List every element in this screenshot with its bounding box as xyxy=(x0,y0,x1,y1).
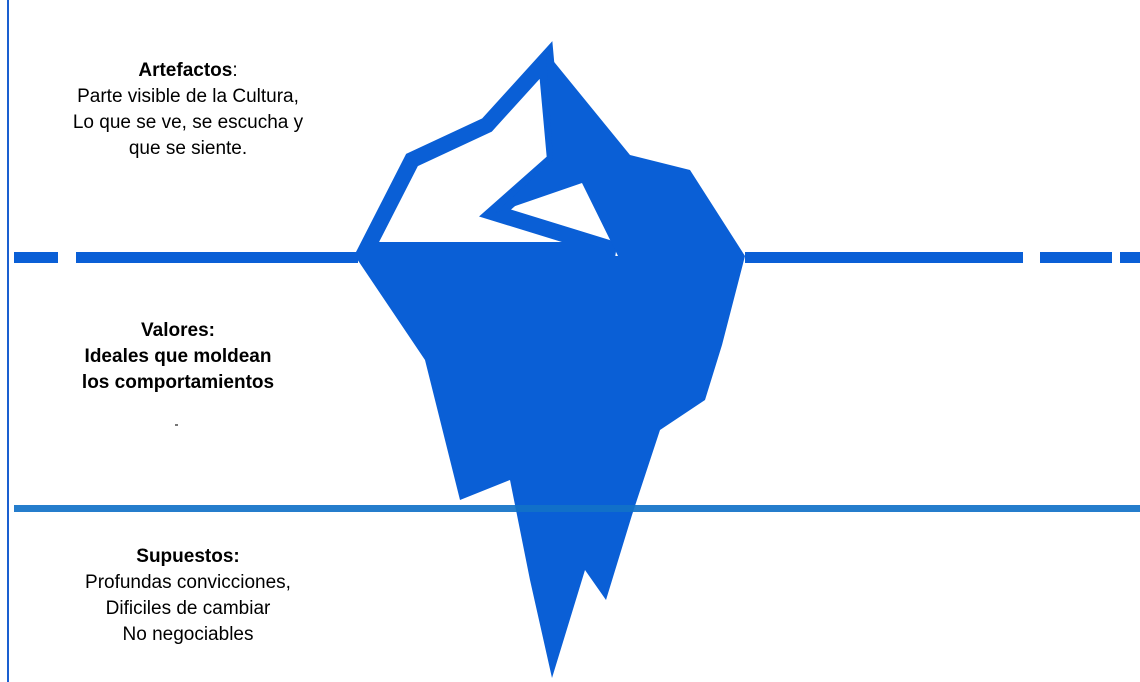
artefactos-line-2: Lo que se ve, se escucha y xyxy=(72,112,304,133)
iceberg-tip-shaded-face xyxy=(495,52,745,256)
depth-line xyxy=(14,505,1140,512)
iceberg-submerged-body xyxy=(355,256,745,678)
artefactos-heading-colon: : xyxy=(232,60,238,81)
waterline-segment xyxy=(14,252,58,263)
small-tick-mark xyxy=(175,424,178,426)
valores-line-2: los comportamientos xyxy=(81,372,275,393)
valores-heading: Valores: xyxy=(141,320,215,341)
supuestos-heading: Supuestos: xyxy=(136,546,240,567)
artefactos-line-3: que se siente. xyxy=(128,138,248,159)
artefactos-heading: Artefactos xyxy=(138,60,233,81)
waterline-segment xyxy=(1120,252,1140,263)
waterline-segment xyxy=(745,252,1023,263)
artefactos-label: Artefactos: Parte visible de la Cultura,… xyxy=(28,58,348,162)
left-border-line xyxy=(7,0,9,682)
waterline xyxy=(14,252,1140,263)
waterline-segment xyxy=(76,252,358,263)
waterline-segment xyxy=(1040,252,1112,263)
supuestos-line-3: No negociables xyxy=(122,624,254,645)
artefactos-line-1: Parte visible de la Cultura, xyxy=(77,86,299,107)
supuestos-label: Supuestos: Profundas convicciones, Dific… xyxy=(28,544,348,648)
valores-line-1: Ideales que moldean xyxy=(84,346,272,367)
valores-label: Valores: Ideales que moldean los comport… xyxy=(18,318,338,396)
supuestos-line-1: Profundas convicciones, xyxy=(85,572,291,593)
supuestos-line-2: Dificiles de cambiar xyxy=(105,598,271,619)
